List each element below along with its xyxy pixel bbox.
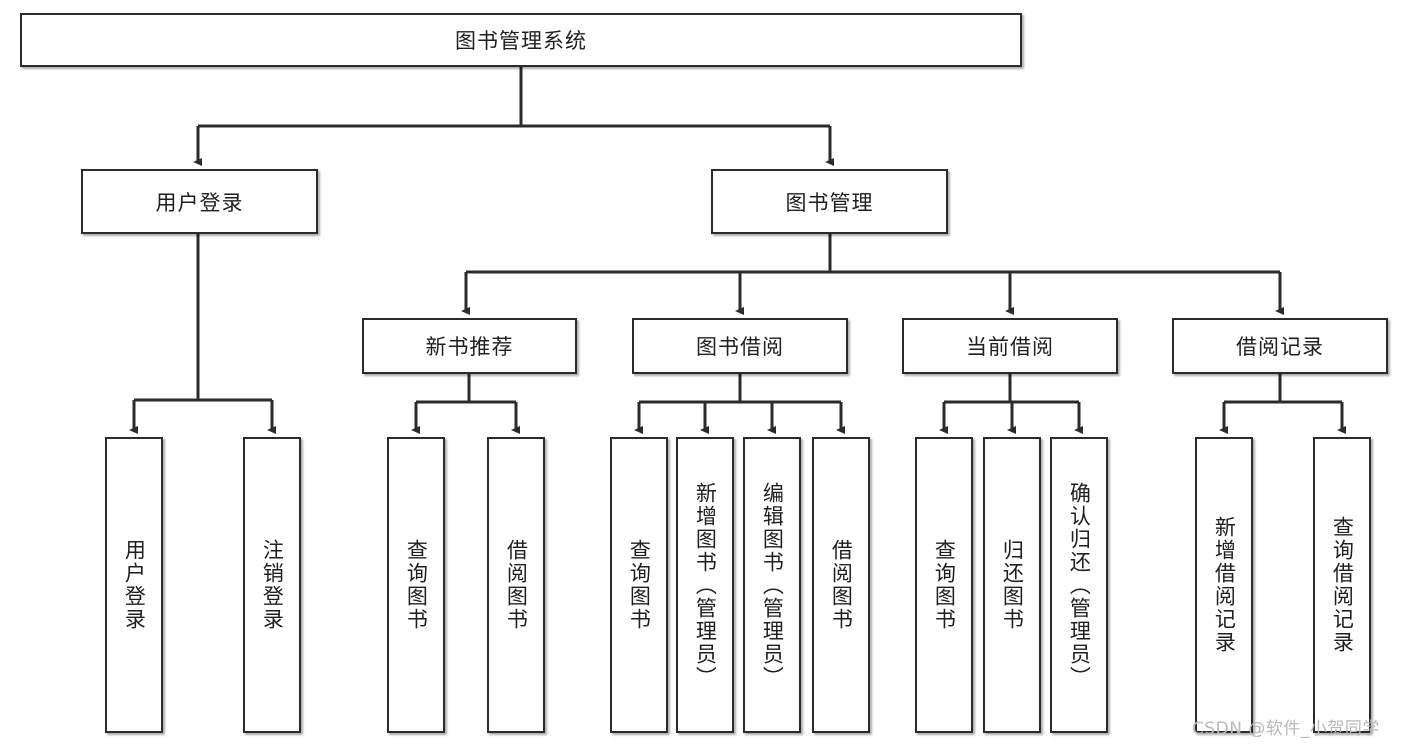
node-leaf-confirm-return[interactable]: 确认归还（管理员）	[1050, 437, 1108, 733]
node-leaf-add-record[interactable]: 新增借阅记录	[1195, 437, 1253, 733]
node-leaf-logout-label: 注销登录	[260, 539, 285, 631]
node-current-borrow-label: 当前借阅	[966, 335, 1054, 359]
node-current-borrow[interactable]: 当前借阅	[902, 318, 1118, 374]
node-leaf-edit-book[interactable]: 编辑图书（管理员）	[743, 437, 801, 733]
node-leaf-query-book-1[interactable]: 查询图书	[387, 437, 445, 733]
node-leaf-add-record-label: 新增借阅记录	[1212, 516, 1237, 654]
node-leaf-add-book[interactable]: 新增图书（管理员）	[676, 437, 734, 733]
node-leaf-query-book-1-label: 查询图书	[404, 539, 429, 631]
node-leaf-borrow-book-2-label: 借阅图书	[829, 539, 854, 631]
node-new-book-rec[interactable]: 新书推荐	[362, 318, 577, 374]
node-leaf-borrow-book-2[interactable]: 借阅图书	[812, 437, 870, 733]
node-leaf-return-book-label: 归还图书	[1000, 539, 1025, 631]
node-book-borrow[interactable]: 图书借阅	[632, 318, 848, 374]
node-root-label: 图书管理系统	[455, 29, 587, 53]
watermark: CSDN @软件_小贺同学	[1192, 719, 1380, 739]
node-leaf-query-book-2-label: 查询图书	[627, 539, 652, 631]
node-leaf-user-login[interactable]: 用户登录	[105, 437, 163, 733]
node-leaf-return-book[interactable]: 归还图书	[983, 437, 1041, 733]
node-book-manage[interactable]: 图书管理	[711, 169, 948, 234]
node-leaf-query-book-3[interactable]: 查询图书	[915, 437, 973, 733]
node-leaf-user-login-label: 用户登录	[122, 539, 147, 631]
node-leaf-query-book-2[interactable]: 查询图书	[610, 437, 668, 733]
node-leaf-query-record-label: 查询借阅记录	[1330, 516, 1355, 654]
node-borrow-record[interactable]: 借阅记录	[1172, 318, 1388, 374]
node-root[interactable]: 图书管理系统	[20, 13, 1022, 67]
node-user-login[interactable]: 用户登录	[81, 169, 318, 234]
node-new-book-rec-label: 新书推荐	[425, 335, 514, 359]
node-leaf-borrow-book-1[interactable]: 借阅图书	[487, 437, 545, 733]
node-leaf-query-book-3-label: 查询图书	[932, 539, 957, 631]
node-book-borrow-label: 图书借阅	[696, 335, 784, 359]
node-leaf-query-record[interactable]: 查询借阅记录	[1313, 437, 1371, 733]
node-leaf-add-book-label: 新增图书（管理员）	[693, 481, 718, 689]
node-leaf-edit-book-label: 编辑图书（管理员）	[760, 481, 785, 689]
node-leaf-logout[interactable]: 注销登录	[243, 437, 301, 733]
node-user-login-label: 用户登录	[155, 190, 244, 215]
node-leaf-borrow-book-1-label: 借阅图书	[504, 539, 529, 631]
node-borrow-record-label: 借阅记录	[1236, 335, 1324, 359]
node-book-manage-label: 图书管理	[785, 190, 874, 215]
node-leaf-confirm-return-label: 确认归还（管理员）	[1067, 481, 1092, 689]
